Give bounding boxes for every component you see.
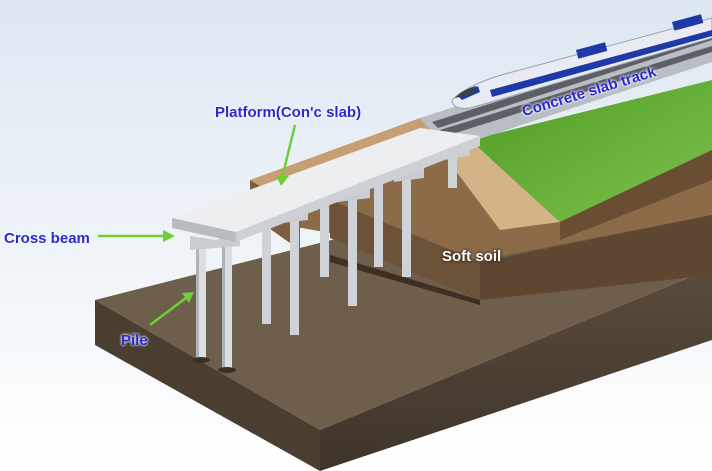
pile-label: Pile	[121, 332, 148, 349]
pile	[402, 165, 411, 277]
pile	[374, 175, 383, 267]
cross-beam-label: Cross beam	[4, 230, 90, 247]
platform-label: Platform(Con'c slab)	[215, 104, 361, 121]
soft-soil-label: Soft soil	[442, 248, 501, 265]
pile	[290, 205, 299, 335]
pile	[348, 184, 357, 306]
